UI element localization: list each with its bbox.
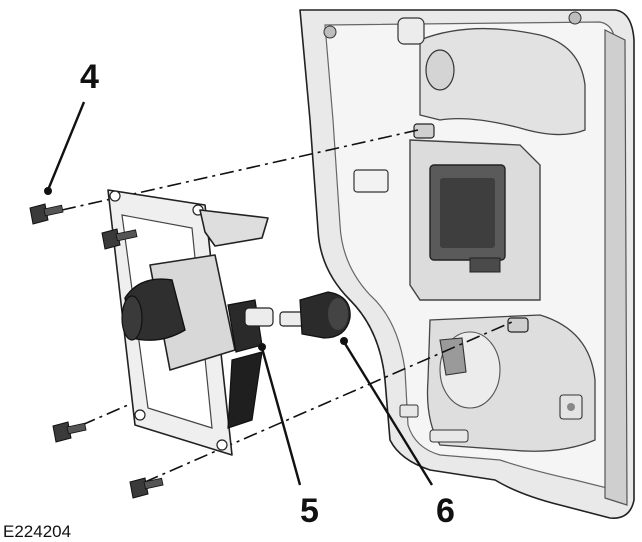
callout-4: 4 (80, 58, 99, 96)
callout-6: 6 (436, 492, 455, 530)
leader-6-dot (340, 337, 348, 345)
leader-5 (260, 347, 302, 486)
lamp-housing (299, 9, 635, 519)
leader-4-dot (44, 187, 52, 195)
leader-lines (44, 101, 434, 486)
figure-reference-code: E224204 (3, 522, 71, 541)
bulb-holder-assembly (107, 189, 274, 456)
screw-3 (52, 421, 87, 443)
leader-4 (46, 101, 86, 191)
screw-4 (129, 477, 164, 499)
screw-1 (29, 203, 64, 225)
screw-2 (101, 228, 138, 250)
callout-5: 5 (300, 492, 319, 530)
leader-6 (342, 341, 434, 486)
screws (29, 203, 164, 499)
bulb (279, 291, 351, 339)
leader-5-dot (258, 343, 266, 351)
